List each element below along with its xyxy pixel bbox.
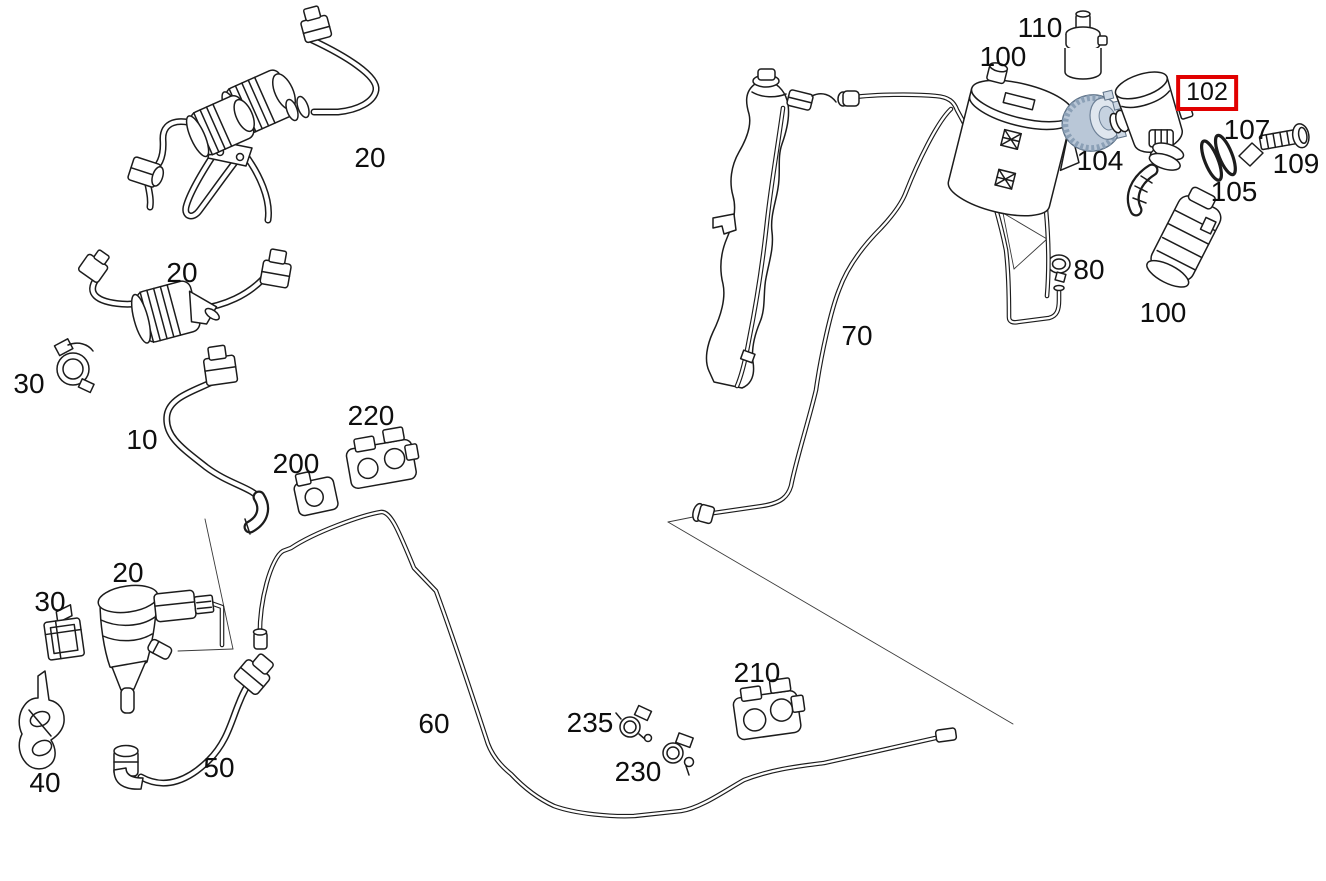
part-label-109[interactable]: 109 <box>1272 148 1320 179</box>
illustration-part-109-bolt <box>1258 123 1310 151</box>
illustration-part-235-clamp <box>615 704 653 743</box>
illustration-part-105-seal <box>1199 133 1237 182</box>
part-label-30-clamp[interactable]: 30 <box>13 368 45 399</box>
illustration-filler-neck <box>705 68 837 389</box>
part-label-210[interactable]: 210 <box>733 657 781 688</box>
part-label-102-highlighted[interactable]: 102 <box>1176 75 1238 111</box>
illustration-part-30-clamp <box>53 338 95 394</box>
illustration-part-50-hose <box>113 653 274 790</box>
illustration-vent-hose <box>837 90 1065 322</box>
illustration-part-80-clamp <box>1047 254 1071 283</box>
part-label-105[interactable]: 105 <box>1210 176 1258 207</box>
illustration-part-107-seal <box>1238 142 1264 167</box>
part-label-110[interactable]: 110 <box>1017 12 1063 43</box>
part-label-30-bracket[interactable]: 30 <box>34 586 66 617</box>
illustration-part-20-purge-valve <box>97 584 222 714</box>
part-label-80[interactable]: 80 <box>1073 254 1105 285</box>
part-label-10[interactable]: 10 <box>126 424 158 455</box>
illustration-part-230-clamp <box>662 732 695 776</box>
part-label-104[interactable]: 104 <box>1076 145 1124 176</box>
illustration-part-200-clip <box>293 471 339 517</box>
illustration-part-100-canister <box>947 62 1080 296</box>
illustration-part-30-bracket <box>43 604 85 661</box>
part-label-20-second[interactable]: 20 <box>166 257 198 288</box>
illustration-part-70-line <box>692 109 951 525</box>
part-label-100-canister[interactable]: 100 <box>979 41 1027 72</box>
part-label-100-vent[interactable]: 100 <box>1139 297 1187 328</box>
illustration-part-20-top-assembly <box>127 5 376 220</box>
illustration-part-60-pipe <box>252 512 958 816</box>
illustration-part-100-vent-assembly <box>1133 142 1222 288</box>
part-label-220[interactable]: 220 <box>347 400 395 431</box>
illustration-part-220-clip <box>345 426 420 490</box>
illustration-part-210-clip <box>732 677 806 741</box>
part-label-235[interactable]: 235 <box>566 707 614 738</box>
part-label-20-top[interactable]: 20 <box>354 142 386 173</box>
illustration-part-40-bracket <box>18 670 65 770</box>
illustration-part-110-filter <box>1064 10 1108 80</box>
leader-lines <box>177 212 1048 725</box>
part-label-60[interactable]: 60 <box>418 708 450 739</box>
part-label-70[interactable]: 70 <box>841 320 873 351</box>
part-label-200[interactable]: 200 <box>272 448 320 479</box>
part-label-50[interactable]: 50 <box>203 752 235 783</box>
part-label-230[interactable]: 230 <box>614 756 662 787</box>
illustration-part-10-pipe <box>167 344 264 535</box>
illustration-part-20-second-assembly <box>78 248 292 344</box>
part-label-40[interactable]: 40 <box>29 767 61 798</box>
part-label-20-valve[interactable]: 20 <box>112 557 144 588</box>
part-label-107[interactable]: 107 <box>1223 114 1271 145</box>
